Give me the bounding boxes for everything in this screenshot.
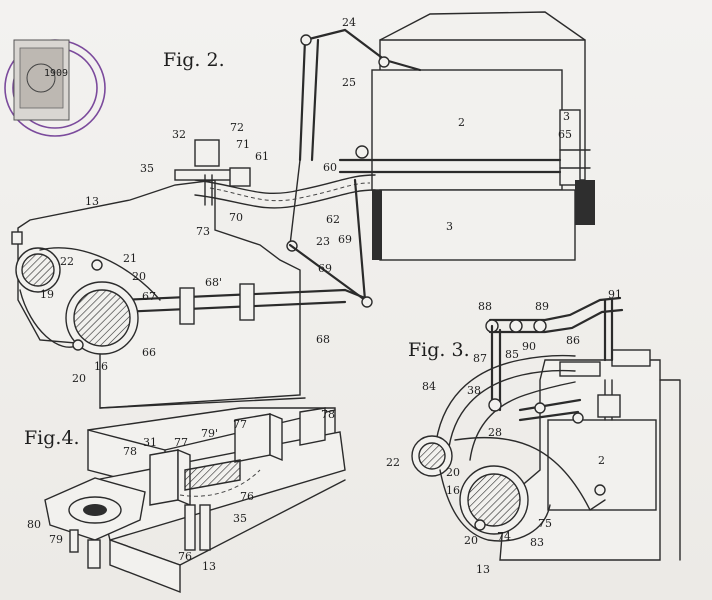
label-79: 79 bbox=[49, 533, 63, 546]
label-77-b: 77 bbox=[233, 418, 247, 431]
label-75: 75 bbox=[538, 517, 552, 530]
figure-3: Fig. 3. 88 89 91 bbox=[386, 288, 680, 576]
label-20-b: 20 bbox=[72, 372, 86, 385]
label-22: 22 bbox=[386, 456, 400, 469]
label-65: 65 bbox=[558, 128, 572, 141]
label-91: 91 bbox=[608, 288, 622, 301]
label-78-a: 78 bbox=[123, 445, 137, 458]
label-88: 88 bbox=[478, 300, 492, 313]
figure-4: Fig.4. 78 31 77 79' 77 78 76 35 8 bbox=[24, 408, 345, 592]
label-67: 67 bbox=[142, 290, 156, 303]
label-24: 24 bbox=[342, 16, 356, 29]
label-71: 71 bbox=[236, 138, 250, 151]
label-28: 28 bbox=[488, 426, 502, 439]
stamp-year: 1909 bbox=[44, 68, 68, 79]
label-20-a: 20 bbox=[446, 466, 460, 479]
label-76-a: 76 bbox=[240, 490, 254, 503]
label-20-a: 20 bbox=[132, 270, 146, 283]
label-19: 19 bbox=[40, 288, 54, 301]
label-3-bottom: 3 bbox=[446, 220, 453, 233]
label-61: 61 bbox=[255, 150, 269, 163]
label-68-prime: 68' bbox=[205, 276, 222, 289]
label-76-b: 76 bbox=[178, 550, 192, 563]
label-73: 73 bbox=[196, 225, 210, 238]
label-35: 35 bbox=[233, 512, 247, 525]
label-21: 21 bbox=[123, 252, 137, 265]
label-69-b: 69 bbox=[318, 262, 332, 275]
label-35: 35 bbox=[140, 162, 154, 175]
label-31: 31 bbox=[143, 436, 157, 449]
label-16: 16 bbox=[446, 484, 460, 497]
label-84: 84 bbox=[422, 380, 436, 393]
label-74: 74 bbox=[497, 530, 511, 543]
label-25: 25 bbox=[342, 76, 356, 89]
label-32: 32 bbox=[172, 128, 186, 141]
label-13: 13 bbox=[202, 560, 216, 573]
label-90: 90 bbox=[522, 340, 536, 353]
label-60: 60 bbox=[323, 161, 337, 174]
label-66: 66 bbox=[142, 346, 156, 359]
fig-2-title: Fig. 2. bbox=[163, 49, 225, 71]
label-62: 62 bbox=[326, 213, 340, 226]
label-2: 2 bbox=[598, 454, 605, 467]
label-38: 38 bbox=[467, 384, 481, 397]
label-13: 13 bbox=[476, 563, 490, 576]
revenue-stamp: 1909 bbox=[5, 40, 105, 136]
fig-4-title: Fig.4. bbox=[24, 427, 80, 449]
label-23: 23 bbox=[316, 235, 330, 248]
label-80: 80 bbox=[27, 518, 41, 531]
label-79-prime: 79' bbox=[201, 427, 218, 440]
label-78-b: 78 bbox=[321, 408, 335, 421]
label-13: 13 bbox=[85, 195, 99, 208]
fig-3-title: Fig. 3. bbox=[408, 339, 470, 361]
label-89: 89 bbox=[535, 300, 549, 313]
label-87: 87 bbox=[473, 352, 487, 365]
label-72: 72 bbox=[230, 121, 244, 134]
label-69-a: 69 bbox=[338, 233, 352, 246]
label-3-top: 3 bbox=[563, 110, 570, 123]
label-2: 2 bbox=[458, 116, 465, 129]
label-86: 86 bbox=[566, 334, 580, 347]
label-68: 68 bbox=[316, 333, 330, 346]
label-16: 16 bbox=[94, 360, 108, 373]
label-83: 83 bbox=[530, 536, 544, 549]
label-70: 70 bbox=[229, 211, 243, 224]
label-20-b: 20 bbox=[464, 534, 478, 547]
label-22: 22 bbox=[60, 255, 74, 268]
label-77-a: 77 bbox=[174, 436, 188, 449]
label-85: 85 bbox=[505, 348, 519, 361]
